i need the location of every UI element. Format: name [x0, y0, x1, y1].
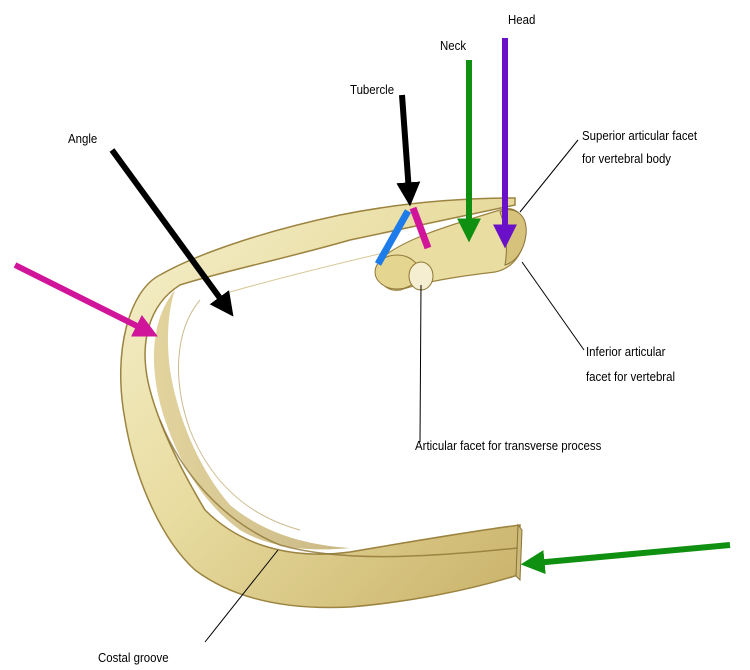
angle-label: Angle	[68, 130, 97, 147]
shaft-end-arrow	[535, 545, 730, 563]
superior-facet-label-line2: for vertebral body	[582, 150, 671, 167]
inferior-facet-leader	[522, 262, 584, 350]
inferior-facet-label-line1: Inferior articular	[586, 343, 665, 360]
transverse-facet-label: Articular facet for transverse process	[415, 437, 601, 454]
superior-facet-leader	[520, 140, 578, 212]
magenta-arrow	[15, 265, 145, 330]
superior-facet-label-line1: Superior articular facet	[582, 127, 697, 144]
tubercle-arrow	[402, 95, 409, 192]
head-label: Head	[508, 11, 535, 28]
neck-label: Neck	[440, 37, 466, 54]
costal-groove-label: Costal groove	[98, 649, 169, 666]
inferior-facet-label-line2: facet for vertebral	[586, 368, 675, 385]
tubercle-label: Tubercle	[350, 81, 394, 98]
pointer-arrows	[15, 38, 730, 563]
transverse-facet-leader	[420, 285, 421, 442]
